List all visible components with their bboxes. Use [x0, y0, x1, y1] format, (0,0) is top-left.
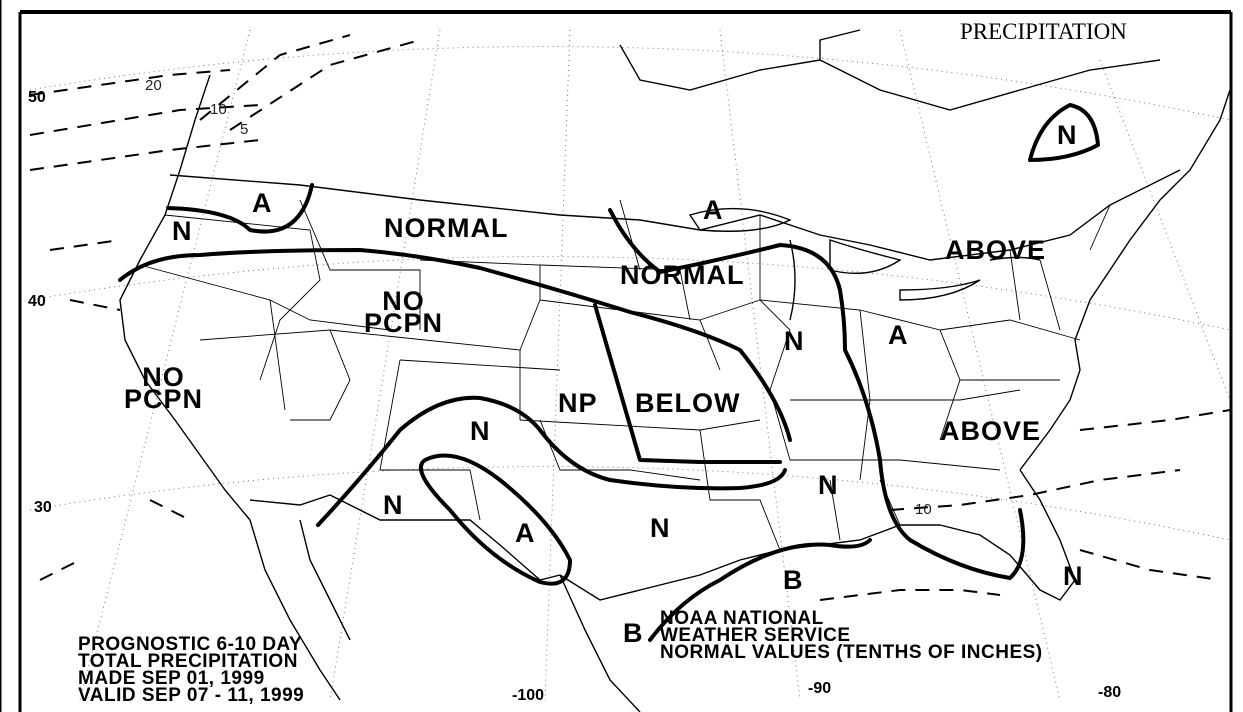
caption-valid-dates: VALID SEP 07 - 11, 1999 [78, 685, 305, 706]
contour-texas-loop [419, 453, 572, 586]
region-label-a-great-lakes: A [703, 195, 724, 225]
caption-agency-1: NOAA NATIONAL [660, 608, 824, 629]
region-label-n-mississippi: N [818, 470, 839, 500]
contour-maine-loop [1028, 103, 1100, 162]
isoline-label: 20 [145, 77, 162, 94]
normal-isolines [29, 34, 1231, 601]
region-label-np-kansas: NP [558, 388, 598, 418]
region-label-normal-north: NORMAL [384, 213, 509, 243]
region-label-a-texas-west: A [515, 518, 536, 548]
great-lakes [688, 207, 1041, 321]
lat-label: 40 [28, 293, 46, 310]
region-label-n-texas: N [650, 513, 671, 543]
graticule [29, 29, 1231, 701]
region-label-a-ohio: A [888, 320, 909, 350]
region-label-n-northwest: N [172, 216, 193, 246]
region-label-below-missouri: BELOW [635, 388, 741, 418]
contour-north-band [118, 248, 792, 442]
contour-kansas-box [593, 303, 782, 464]
caption-product: PROGNOSTIC 6-10 DAY [78, 634, 303, 655]
region-label-n-illinois: N [784, 326, 805, 356]
lon-label: -80 [1098, 684, 1122, 701]
region-label-normal-midwest: NORMAL [620, 260, 745, 290]
contour-northwest [166, 183, 314, 234]
lat-label: 50 [28, 89, 46, 106]
map-title: PRECIPITATION [960, 19, 1127, 44]
region-label-n-arizona: N [383, 490, 404, 520]
coastline-borders [119, 29, 1231, 712]
caption-variable: TOTAL PRECIPITATION [78, 651, 298, 672]
state-boundaries [139, 199, 1111, 551]
region-label-above-northeast: ABOVE [945, 235, 1047, 265]
region-label-b-mexico: B [623, 618, 644, 648]
contour-gulf [648, 538, 872, 642]
contour-southwest [316, 395, 787, 527]
forecast-contours [118, 103, 1100, 642]
lon-label: -90 [808, 680, 832, 697]
region-label-n-florida: N [1063, 561, 1084, 591]
region-label-n-maine: N [1057, 120, 1078, 150]
region-label-b-gulf: B [783, 565, 804, 595]
region-label-no-pcpn-california: NO PCPN [124, 362, 204, 414]
region-label-a-northwest: A [252, 188, 273, 218]
forecast-caption: PROGNOSTIC 6-10 DAY TOTAL PRECIPITATION … [78, 634, 305, 706]
caption-units: NORMAL VALUES (TENTHS OF INCHES) [660, 642, 1043, 663]
isoline-label: 5 [240, 121, 249, 138]
region-label-n-newmexico: N [470, 416, 491, 446]
lon-label: -100 [512, 687, 545, 704]
agency-caption: NOAA NATIONAL WEATHER SERVICE NORMAL VAL… [660, 608, 1043, 663]
caption-agency-2: WEATHER SERVICE [660, 625, 851, 646]
region-label-no-pcpn-wyoming: NO PCPN [364, 286, 444, 338]
isoline-label: 10 [915, 501, 932, 518]
contour-midwest-loop [608, 208, 1026, 580]
isoline-label: 10 [210, 101, 227, 118]
caption-made-date: MADE SEP 01, 1999 [78, 668, 265, 689]
region-label-above-southeast: ABOVE [940, 416, 1042, 446]
lat-label: 30 [34, 499, 52, 516]
